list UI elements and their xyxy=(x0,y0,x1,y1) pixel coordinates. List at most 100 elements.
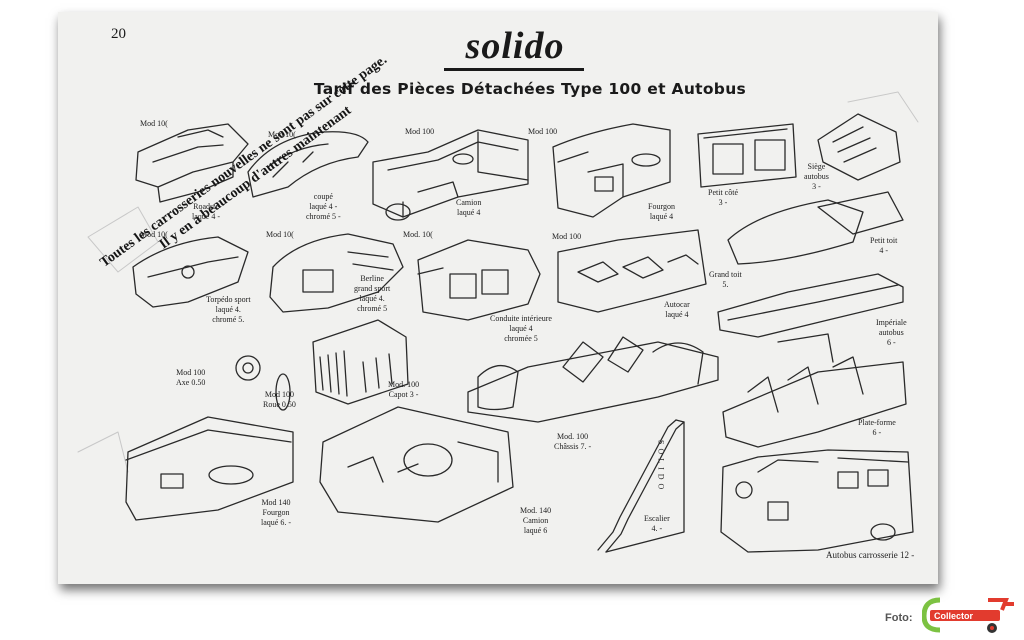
label-petit-toit: Petit toit 4 - xyxy=(870,236,897,256)
label-line: 6 - xyxy=(872,428,882,437)
berline-drawing xyxy=(269,233,404,313)
label-line: Mod. 100 xyxy=(557,432,589,441)
imperiale-drawing xyxy=(717,273,904,338)
label-line: 6 - xyxy=(886,338,896,347)
conduite-drawing xyxy=(417,239,541,321)
label-line: chromé 5 xyxy=(357,304,388,313)
label-line: Camion xyxy=(522,516,549,525)
label-line: Berline xyxy=(360,274,384,283)
label-line: Petit côté xyxy=(708,188,738,197)
page-number: 20 xyxy=(111,26,126,42)
label-line: Mod. 100 xyxy=(388,380,420,389)
petit-toit-drawing xyxy=(817,191,904,235)
collector-logo: Collector xyxy=(922,597,1014,633)
label-axe: Mod 100 Axe 0.50 xyxy=(176,368,205,388)
label-line: Mod 10( xyxy=(266,230,294,239)
label-line: chromé 5. xyxy=(212,315,245,324)
label-line: autobus xyxy=(878,328,904,337)
logo-wordmark: Collector xyxy=(934,611,974,621)
label-line: Plate-forme xyxy=(858,418,896,427)
fourgon-140-drawing xyxy=(125,416,294,521)
torpedo-drawing xyxy=(132,236,249,308)
label-line: Impériale xyxy=(876,318,907,327)
label-torpedo: Torpédo sport laqué 4. chromé 5. xyxy=(206,295,251,325)
brand-underline xyxy=(444,68,584,71)
photo-credit-label: Foto: xyxy=(885,612,913,624)
label-coupe-mod: Mod 10( xyxy=(268,130,296,140)
label-line: Mod. 10( xyxy=(403,230,433,239)
label-line: laqué 4 xyxy=(509,324,533,333)
label-autocar: Autocar laqué 4 xyxy=(664,300,690,320)
capot-drawing xyxy=(312,319,409,405)
axe-drawing xyxy=(235,355,261,381)
label-line: chromée 5 xyxy=(504,334,538,343)
label-line: 4. - xyxy=(651,524,663,533)
label-line: laqué 4 xyxy=(665,310,689,319)
label-line: Mod 100 xyxy=(176,368,206,377)
label-line: Capot 3 - xyxy=(388,390,419,399)
label-line: Siège xyxy=(807,162,826,171)
escalier-drawing xyxy=(597,419,685,553)
label-line: laqué 4 xyxy=(457,208,481,217)
label-line: laqué 4 xyxy=(649,212,674,221)
label-petit-cote: Petit côté 3 - xyxy=(708,188,738,208)
label-line: Mod 100 xyxy=(264,390,294,399)
label-siege-autobus: Siège autobus 3 - xyxy=(804,162,829,192)
label-line: Mod 140 xyxy=(261,498,291,507)
autobus-carrosserie-drawing xyxy=(720,449,914,553)
label-line: Autobus carrosserie 12 - xyxy=(826,550,915,560)
label-line: Camion xyxy=(456,198,482,207)
label-line: Axe 0.50 xyxy=(176,378,206,387)
label-grand-toit: Grand toit 5. xyxy=(709,270,742,290)
show-through-art xyxy=(77,91,919,473)
label-line: laqué 4 - xyxy=(309,202,338,211)
label-capot: Mod. 100 Capot 3 - xyxy=(388,380,419,400)
label-line: Torpédo sport xyxy=(206,295,251,304)
page-title: Tarif des Pièces Détachées Type 100 et A… xyxy=(313,80,747,98)
label-plateforme: Plate-forme 6 - xyxy=(858,418,896,438)
label-line: 5. xyxy=(722,280,729,289)
label-fourgon-mod: Mod 100 xyxy=(528,127,557,137)
label-coupe: coupé laqué 4 - chromé 5 - xyxy=(306,192,341,222)
label-line: 3 - xyxy=(718,198,728,207)
label-line: chromé 5 - xyxy=(306,212,341,221)
label-camion-mod: Mod 100 xyxy=(405,127,434,137)
brand-logo: solido xyxy=(465,25,565,67)
label-line: Grand toit xyxy=(709,270,742,279)
label-autobus-carrosserie: Autobus carrosserie 12 - xyxy=(826,550,914,560)
label-line: Roue 0.50 xyxy=(263,400,296,409)
fourgon-drawing xyxy=(552,123,671,218)
label-line: Mod 100 xyxy=(552,232,582,241)
catalog-page: SOLIDO 20 solido Tarif des Pièces Détach… xyxy=(58,12,938,584)
label-line: Autocar xyxy=(664,300,690,309)
label-line: laqué 4 - xyxy=(192,212,220,221)
label-roadster: Roadste laqué 4 - xyxy=(192,202,220,222)
label-line: Mod. 140 xyxy=(520,506,552,515)
label-line: coupé xyxy=(313,192,333,201)
label-line: Mod 100 xyxy=(528,127,558,136)
label-line: Petit toit xyxy=(870,236,898,245)
label-roue: Mod 100 Roue 0.50 xyxy=(263,390,296,410)
coupe-drawing xyxy=(247,131,369,198)
label-autocar-mod: Mod 100 xyxy=(552,232,581,242)
camion-drawing xyxy=(372,129,529,221)
label-line: 3 - xyxy=(812,182,821,191)
label-line: laqué 6 xyxy=(523,526,548,535)
label-camion: Camion laqué 4 xyxy=(456,198,481,218)
label-line: autobus xyxy=(804,172,829,181)
label-line: laqué 4. xyxy=(215,305,241,314)
label-fourgon: Fourgon laqué 4 xyxy=(648,202,675,222)
label-line: Escalier xyxy=(644,514,670,523)
roue-drawing xyxy=(275,373,291,411)
label-line: Fourgon xyxy=(262,508,290,517)
label-roadster-mod: Mod 10( xyxy=(140,119,168,129)
label-line: grand sport xyxy=(354,284,391,293)
label-torpedo-mod: Mod 10( xyxy=(140,230,168,240)
label-escalier: Escalier 4. - xyxy=(644,514,670,534)
autocar-drawing xyxy=(557,229,707,313)
siege-autobus-drawing xyxy=(817,113,901,181)
label-line: laqué 6. - xyxy=(261,518,291,527)
label-line: Châssis 7. - xyxy=(554,442,592,451)
label-line: Roadste xyxy=(193,202,219,211)
label-camion-140: Mod. 140 Camion laqué 6 xyxy=(520,506,551,536)
